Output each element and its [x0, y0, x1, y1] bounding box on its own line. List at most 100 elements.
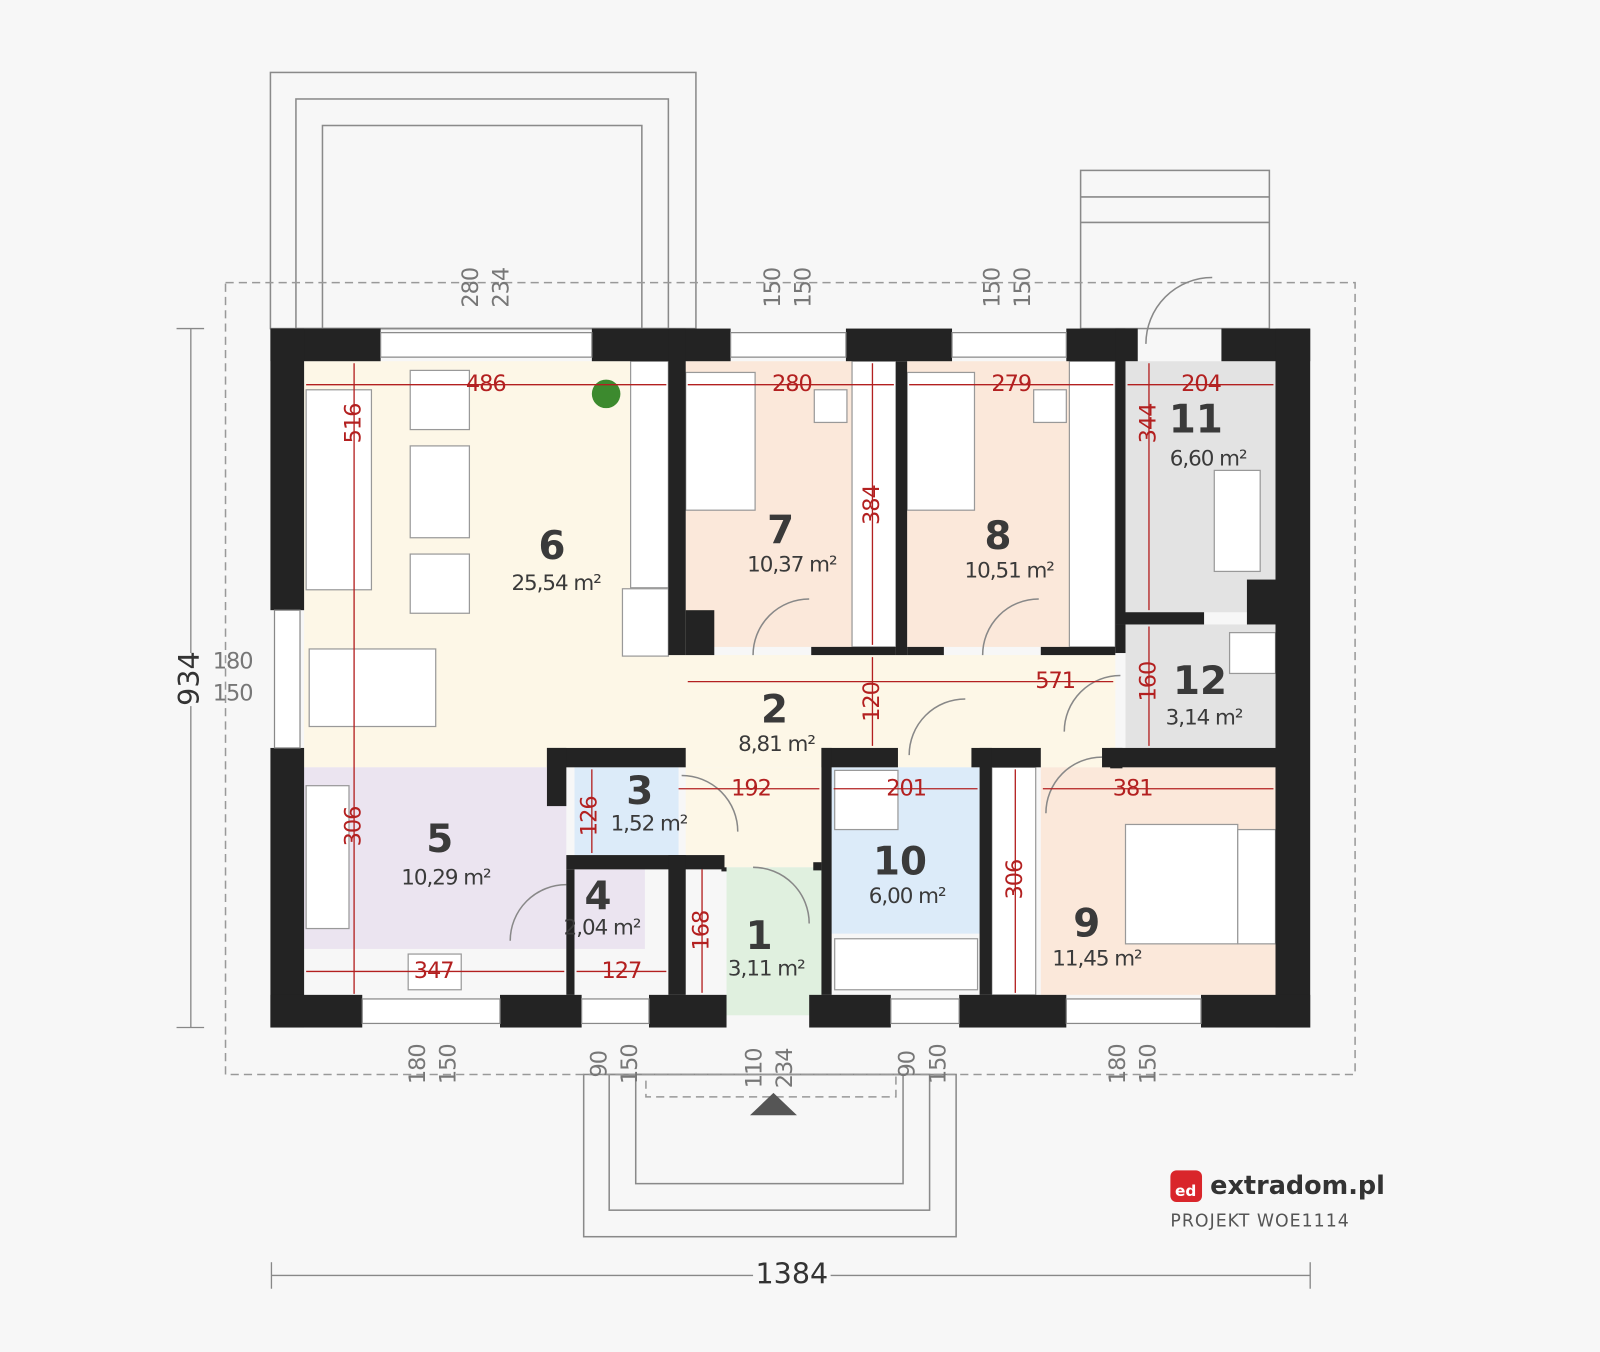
door-swing [981, 598, 1039, 656]
opening-dimension: 234 [772, 1048, 798, 1089]
room-dimension: 201 [886, 775, 926, 801]
room-number: 9 [1073, 902, 1100, 947]
shower [834, 769, 899, 831]
opening-dimension: 280 [458, 268, 484, 308]
room-number: 4 [584, 874, 611, 919]
room-dimension: 160 [1135, 662, 1161, 702]
entrance-arrow-icon [750, 1092, 797, 1116]
wall [546, 747, 686, 768]
window [581, 998, 650, 1025]
door-swing [753, 866, 810, 924]
room-dimension: 192 [731, 775, 771, 801]
wall [566, 869, 575, 995]
armchair [409, 369, 471, 431]
door-swing [681, 774, 739, 832]
opening-dimension: 150 [925, 1044, 951, 1084]
room-dimension: 120 [859, 682, 885, 722]
bathtub [834, 938, 979, 991]
wall [648, 994, 727, 1028]
logo: ed extradom.pl PROJEKT WOE1114 [1170, 1170, 1385, 1231]
door-swing [1145, 276, 1213, 344]
room-fill [574, 869, 645, 949]
room-area: 6,00 m² [869, 884, 946, 909]
opening-dimension: 180 [1105, 1044, 1131, 1084]
opening-dimension: 234 [489, 267, 515, 308]
room-area: 10,37 m² [747, 552, 837, 577]
opening-dimension: 150 [979, 268, 1005, 308]
overall-height: 934 [172, 651, 206, 706]
window [890, 998, 960, 1025]
room-area: 1,52 m² [611, 812, 688, 837]
wall [811, 646, 896, 656]
window [361, 998, 501, 1025]
room-area: 10,51 m² [964, 559, 1054, 584]
opening-dimension: 150 [1135, 1044, 1161, 1084]
coffee-table [409, 445, 471, 539]
room-dimension: 486 [466, 371, 506, 397]
wall [270, 328, 305, 611]
walls [270, 328, 1311, 1028]
logo-text: extradom.pl [1210, 1171, 1385, 1201]
opening-dimension: 150 [1010, 268, 1036, 308]
door-swing [1045, 756, 1103, 814]
canopy-outline [645, 1073, 897, 1098]
bedside [1237, 828, 1277, 945]
wall [1201, 994, 1311, 1028]
room-number: 6 [539, 524, 566, 569]
door-swing [509, 883, 567, 941]
room-fill [685, 767, 822, 868]
washing-machine [1228, 632, 1277, 675]
room-area: 3,14 m² [1166, 705, 1243, 730]
wall [591, 328, 731, 362]
room-area: 2,04 m² [564, 916, 641, 941]
plant-icon [591, 379, 621, 409]
wall [895, 361, 908, 656]
fireplace [621, 588, 669, 657]
room-dimension: 168 [689, 911, 715, 951]
room-number: 3 [626, 769, 653, 814]
wall [546, 747, 567, 807]
room-dimension: 381 [1113, 775, 1153, 801]
door-swing [752, 598, 810, 656]
wall [845, 328, 953, 362]
room-number: 8 [984, 514, 1011, 559]
terrace-outline [321, 124, 643, 330]
wardrobe [1068, 360, 1116, 648]
room-number: 12 [1173, 659, 1227, 704]
door-swing [1063, 674, 1121, 732]
wall [566, 855, 725, 870]
room-fill [726, 867, 822, 1016]
dining-table [308, 648, 437, 728]
room-dimension: 347 [414, 958, 454, 984]
window [951, 332, 1067, 358]
terrace-outline [608, 1073, 931, 1211]
wall [809, 994, 891, 1028]
cabinet [630, 360, 669, 589]
room-dimension: 344 [1135, 403, 1161, 444]
room-dimension: 127 [602, 958, 642, 984]
opening-dimension: 150 [760, 268, 786, 308]
wall [821, 747, 898, 768]
wall [1102, 747, 1276, 768]
window [380, 332, 593, 358]
room-area: 11,45 m² [1052, 946, 1142, 971]
chair [813, 389, 848, 424]
room-number: 10 [873, 839, 927, 884]
wall [270, 747, 305, 1028]
stove [1213, 469, 1261, 573]
room-dimension: 126 [576, 796, 602, 836]
room-area: 6,60 m² [1170, 446, 1247, 471]
wall [1115, 624, 1126, 654]
wall [1115, 328, 1126, 625]
wall [685, 610, 715, 656]
room-area: 3,11 m² [728, 956, 805, 981]
room-number: 1 [746, 914, 773, 959]
terrace-outlines [224, 71, 1356, 1238]
wall [1040, 646, 1116, 656]
bed [906, 371, 976, 511]
opening-dimension: 90 [587, 1051, 613, 1078]
room-dimension: 384 [859, 484, 885, 525]
wall [821, 747, 832, 995]
